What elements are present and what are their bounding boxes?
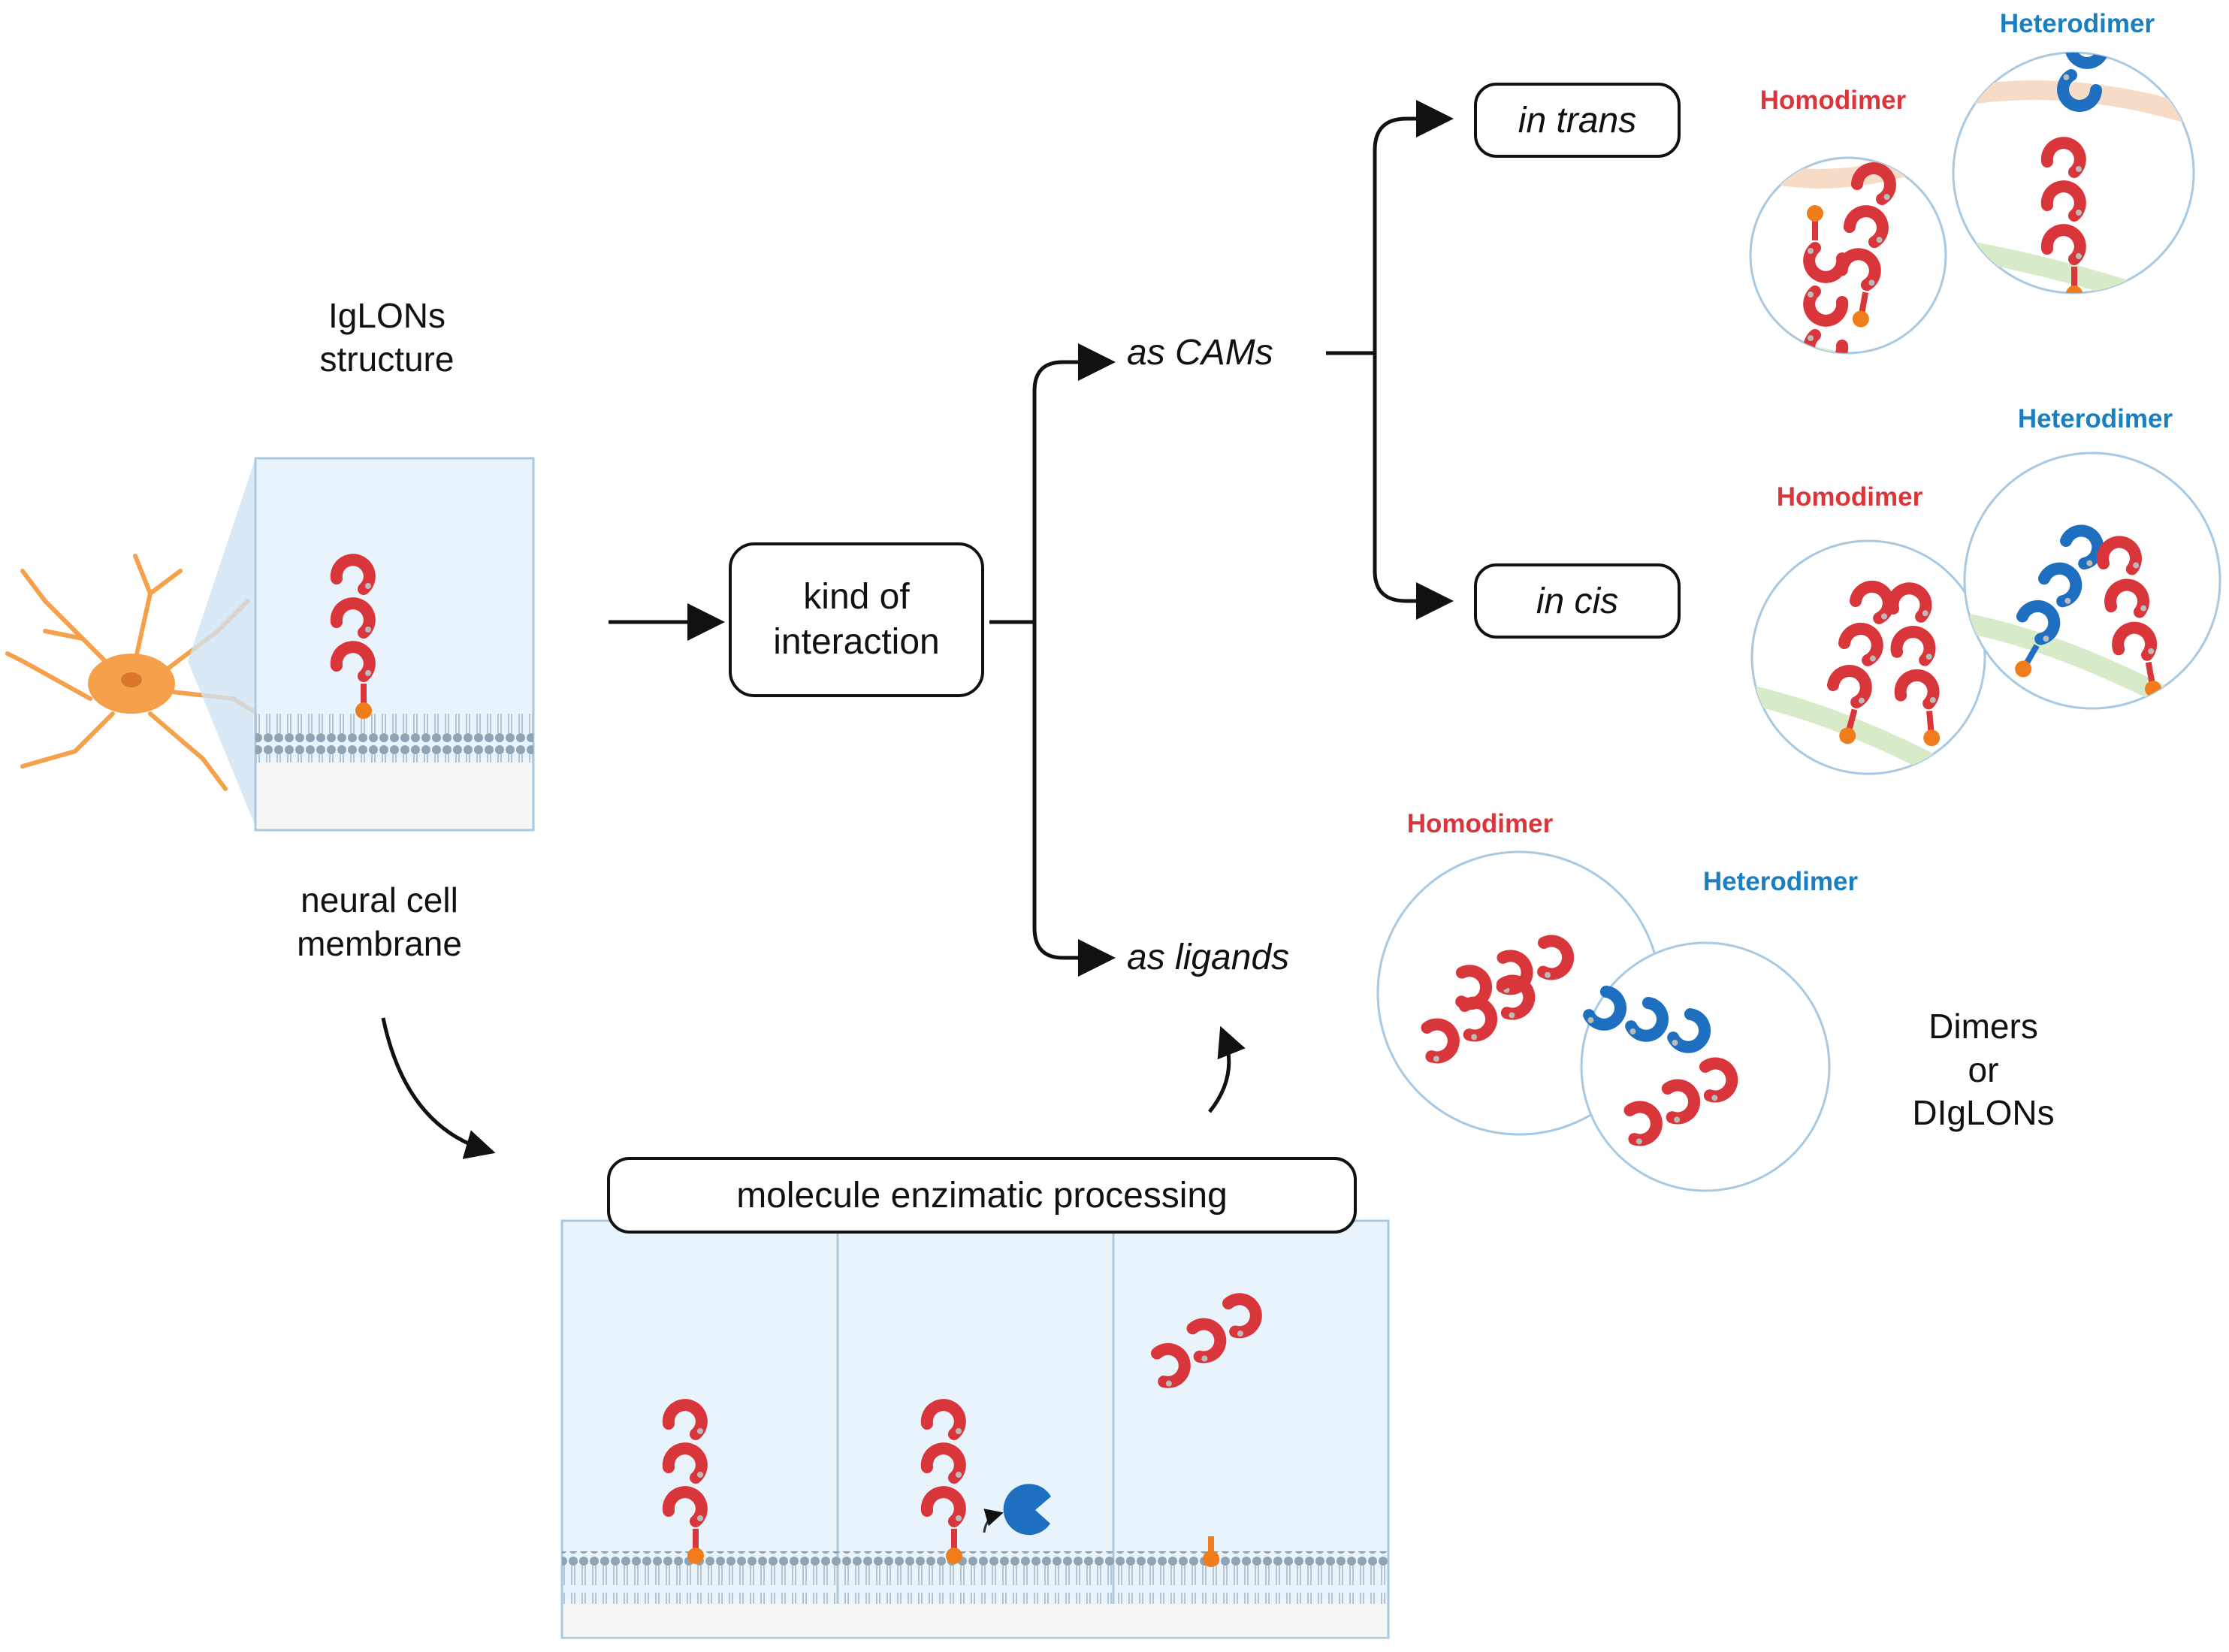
membrane-label-line1: neural cell — [301, 880, 458, 920]
ligand-heterodimer-circle — [1580, 941, 1831, 1192]
cis-homodimer-label: Homodimer — [1776, 482, 1923, 512]
trans-heterodimer-label: Heterodimer — [1999, 9, 2155, 38]
processing-box: molecule enzimatic processing — [607, 1157, 1357, 1234]
trans-homodimer-label: Homodimer — [1759, 86, 1907, 115]
structure-label-line2: structure — [319, 339, 455, 379]
ligand-heterodimer-label: Heterodimer — [1702, 867, 1859, 896]
membrane-label-line2: membrane — [297, 923, 462, 963]
membrane-label: neural cell membrane — [263, 879, 496, 965]
ligand-homodimer-label: Homodimer — [1406, 809, 1554, 838]
structure-label: IgLONs structure — [270, 294, 503, 381]
trans-heterodimer-circle — [1952, 51, 2195, 294]
enzyme-icon — [1003, 1484, 1051, 1536]
dimers-label-line2: or — [1968, 1049, 1999, 1089]
cis-heterodimer-circle — [1963, 452, 2221, 710]
structure-label-line1: IgLONs — [328, 296, 445, 335]
dimers-label-line1: Dimers — [1928, 1007, 2038, 1046]
in-trans-box: in trans — [1474, 83, 1681, 158]
dimers-label: Dimers or DIgLONs — [1878, 1005, 2089, 1135]
processing-panels — [560, 1219, 1390, 1639]
as-cams-label: as CAMs — [1127, 333, 1273, 373]
kind-of-interaction-box: kind of interaction — [729, 542, 984, 697]
trans-homodimer-circle — [1749, 156, 1947, 355]
in-cis-box: in cis — [1474, 563, 1681, 639]
zoom-cone — [188, 458, 255, 826]
flow-arrows — [381, 100, 1454, 1159]
as-ligands-label: as ligands — [1127, 938, 1290, 977]
kind-label-line2: interaction — [773, 622, 940, 662]
structure-panel — [254, 457, 535, 832]
dimers-label-line3: DIgLONs — [1912, 1093, 2055, 1132]
cis-heterodimer-label: Heterodimer — [2017, 404, 2173, 433]
kind-label-line1: kind of — [803, 577, 910, 617]
cis-homodimer-circle — [1750, 539, 1986, 775]
